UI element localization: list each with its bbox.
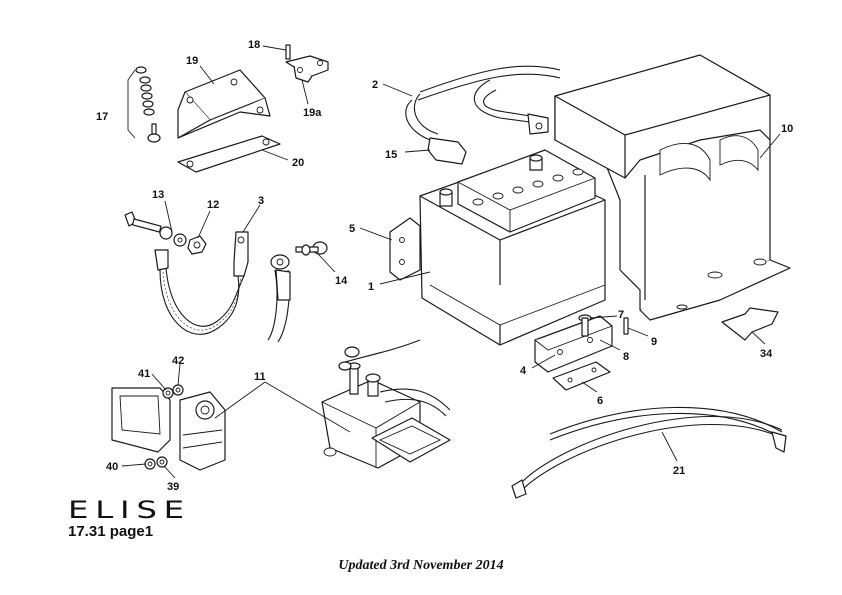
callout-18: 18 bbox=[248, 39, 260, 51]
part-10-battery-cover bbox=[554, 54, 791, 321]
part-17-fastener-stack bbox=[127, 66, 161, 143]
callout-40: 40 bbox=[106, 461, 118, 473]
callout-41: 41 bbox=[138, 368, 150, 380]
elise-logo: ELISE bbox=[68, 496, 191, 524]
callout-21: 21 bbox=[673, 465, 685, 477]
callout-19: 19 bbox=[186, 55, 198, 67]
updated-note: Updated 3rd November 2014 bbox=[338, 558, 504, 573]
callout-39: 39 bbox=[167, 481, 179, 493]
callout-7: 7 bbox=[618, 309, 624, 321]
callout-12: 12 bbox=[207, 199, 219, 211]
callout-6: 6 bbox=[597, 395, 603, 407]
leader-lines bbox=[121, 45, 781, 479]
callout-15: 15 bbox=[385, 149, 397, 161]
part-7-screw bbox=[578, 314, 592, 337]
callout-14: 14 bbox=[335, 275, 348, 287]
part-11-relay-box bbox=[111, 387, 226, 471]
part-19-bracket bbox=[177, 69, 271, 139]
callout-8: 8 bbox=[623, 351, 629, 363]
page-label: 17.31 page1 bbox=[68, 523, 154, 540]
part-13-12-bolt-nut bbox=[124, 211, 207, 255]
part-2-battery-cable bbox=[405, 65, 561, 141]
part-18-19a-bracket bbox=[285, 44, 329, 83]
part-4-base-clamp bbox=[534, 315, 613, 373]
callout-9: 9 bbox=[651, 336, 657, 348]
callout-5: 5 bbox=[349, 223, 355, 235]
part-34-plate bbox=[721, 307, 779, 341]
callout-10: 10 bbox=[781, 123, 793, 135]
callout-13: 13 bbox=[152, 189, 164, 201]
callout-3: 3 bbox=[258, 195, 264, 207]
callout-19a: 19a bbox=[303, 107, 322, 119]
callout-11: 11 bbox=[254, 371, 266, 383]
part-9-pin bbox=[623, 317, 629, 335]
part-41-42-nut-washer bbox=[162, 384, 184, 399]
callout-4: 4 bbox=[520, 365, 527, 377]
callout-17: 17 bbox=[96, 111, 108, 123]
part-39-40-nut-washer bbox=[144, 456, 168, 470]
part-3-earth-strap bbox=[154, 231, 291, 343]
part-21-long-cable bbox=[511, 406, 787, 499]
part-6-plate bbox=[552, 361, 611, 391]
part-14-bolt bbox=[295, 241, 328, 256]
callout-2: 2 bbox=[372, 79, 378, 91]
part-1-battery bbox=[419, 149, 606, 346]
callout-34: 34 bbox=[760, 348, 773, 360]
callout-1: 1 bbox=[368, 281, 374, 293]
part-20-gasket bbox=[177, 135, 281, 173]
callout-labels: 1 2 3 4 5 6 7 8 9 10 11 12 13 14 15 17 1… bbox=[96, 39, 793, 493]
part-5-clamp bbox=[389, 217, 421, 281]
part-11-fuse-box bbox=[321, 339, 451, 469]
part-15-terminal-boot bbox=[427, 137, 467, 165]
callout-20: 20 bbox=[292, 157, 304, 169]
callout-42: 42 bbox=[172, 355, 184, 367]
